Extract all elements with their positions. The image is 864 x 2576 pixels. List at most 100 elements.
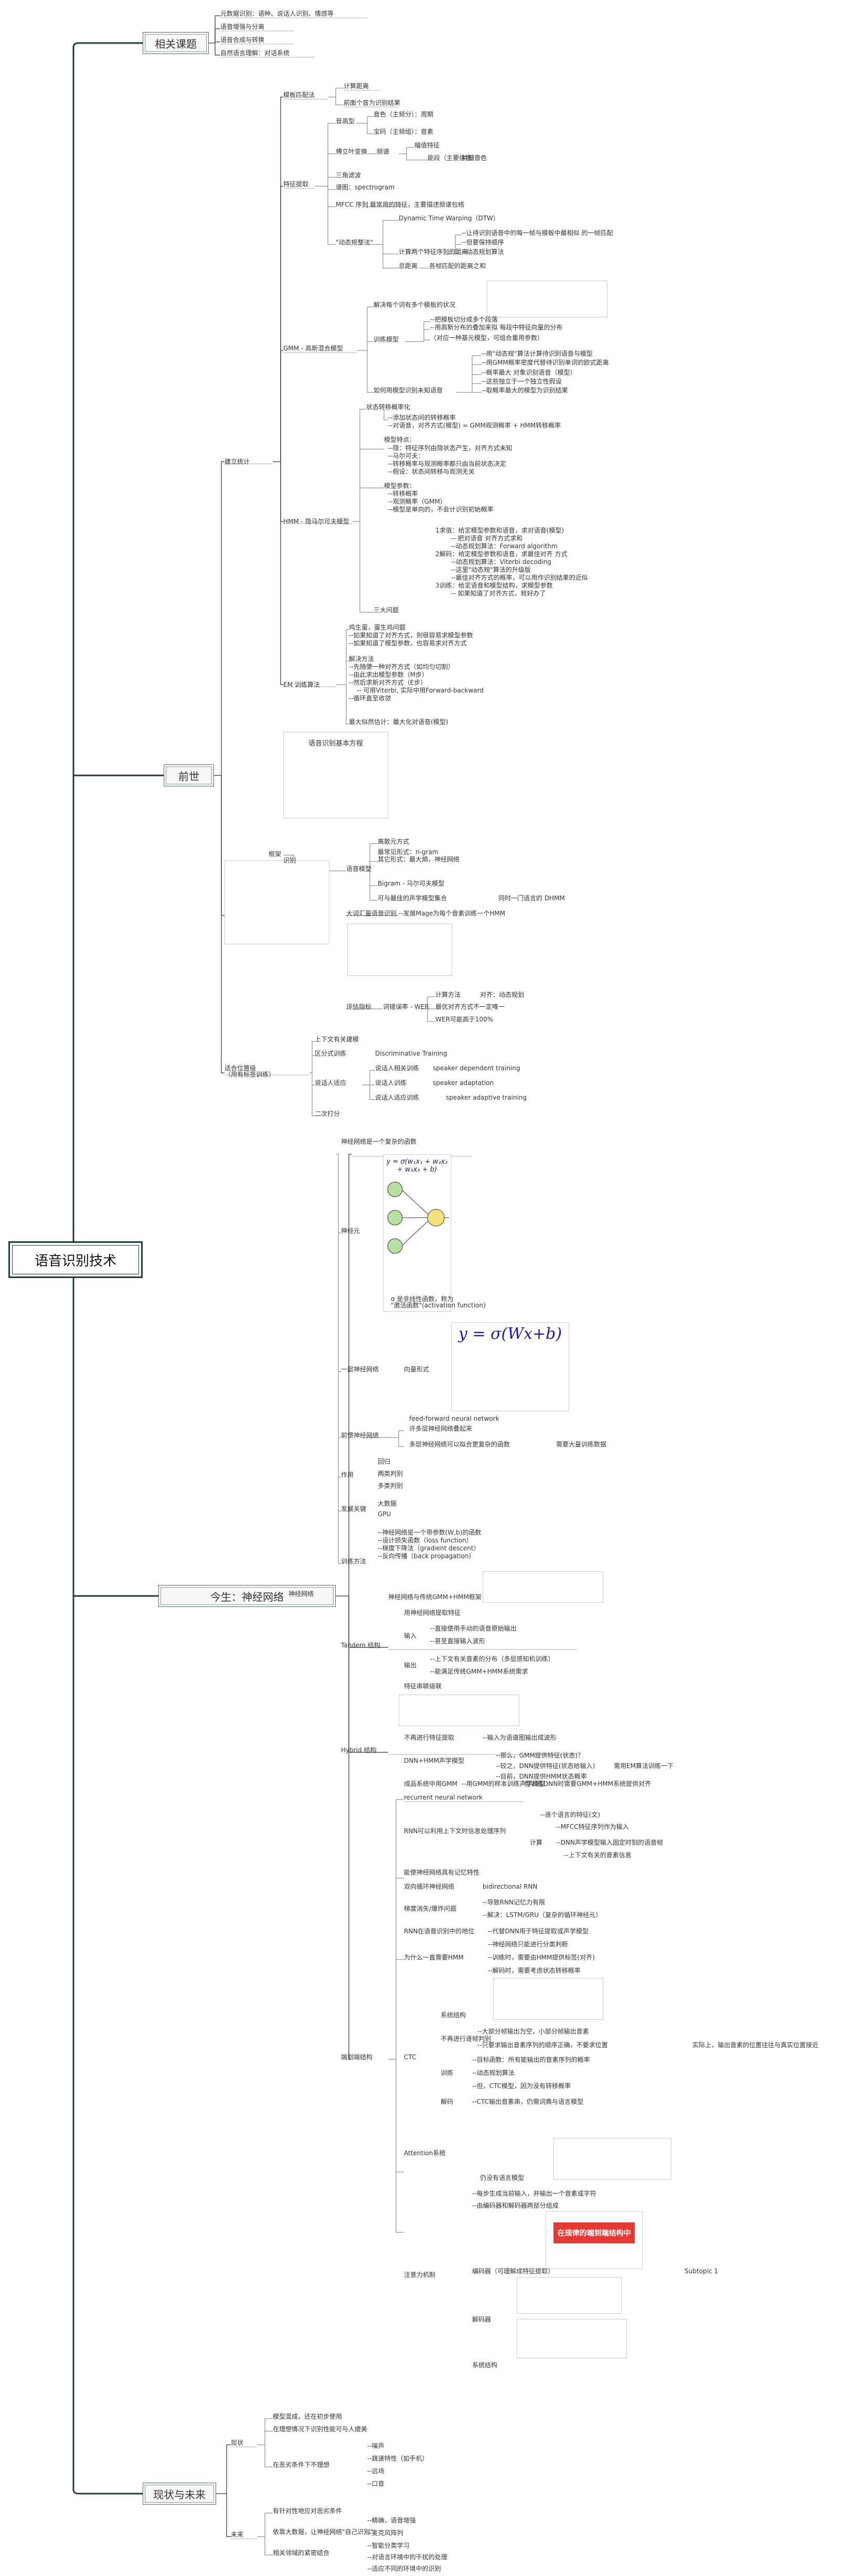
- topic-hyb1b[interactable]: --较之，DNN提供特征(状态给输入): [496, 1762, 595, 1770]
- topic-nn4c[interactable]: 多类判别: [378, 1482, 403, 1489]
- topic-rnn1b[interactable]: 计算: [530, 1839, 543, 1846]
- topic-hmm2c[interactable]: --模型是单向的，不会计识别初始概率: [388, 506, 494, 513]
- topic-ap-a[interactable]: 上下文有关建模: [315, 1036, 359, 1043]
- topic-ctc3a[interactable]: --CTC输出音素串，仍需词典与语言模型: [472, 2098, 584, 2105]
- topic-mb[interactable]: 模板匹配法: [283, 91, 315, 99]
- topic-em1c[interactable]: --然后求新对齐方式（E步）: [349, 679, 427, 686]
- topic-r1[interactable]: 元数据识别：语种、说话人识别、情感等: [220, 10, 334, 17]
- topic-rnn1c[interactable]: --MFCC特征序列作为输入: [556, 1823, 629, 1830]
- topic-em2[interactable]: 最大似然估计：最大化对语音(模型): [349, 718, 449, 726]
- topic-why1[interactable]: --神经网络只能进行分类判断: [488, 1941, 568, 1948]
- topic-tan3[interactable]: 输出: [404, 1662, 417, 1669]
- topic-em0[interactable]: 鸡生蛋，蛋生鸡问题: [349, 624, 406, 631]
- topic-why3[interactable]: --解码时，需要考虑状态转移概率: [488, 1967, 581, 1974]
- topic-em1[interactable]: 解决方法: [349, 655, 375, 663]
- topic-nn-sig[interactable]: σ 是非线性函数，称为 "激活函数"(activation function): [391, 1295, 486, 1309]
- topic-gmm1a[interactable]: --把模板切分成多个段落: [430, 316, 498, 323]
- topic-wl2[interactable]: 依靠大数据，让神经网络"自己识别": [273, 2528, 374, 2536]
- topic-ctc0[interactable]: 系统结构: [441, 2011, 466, 2019]
- topic-ctc1[interactable]: 不再进行逐帧判别: [441, 2035, 492, 2042]
- topic-attn[interactable]: Attention系统: [404, 2149, 446, 2157]
- topic-hyb2a[interactable]: --用GMM的样本训练声学模型: [462, 1780, 545, 1787]
- topic-ap-c2[interactable]: 说话人训练: [375, 1079, 407, 1087]
- topic-xz3c[interactable]: --远场: [367, 2467, 385, 2475]
- topic-tz-d[interactable]: 谱图：spectrogram: [336, 184, 395, 191]
- topic-xz3b[interactable]: --跳速特性（如手机）: [367, 2455, 429, 2462]
- topic-hyb1e[interactable]: 但训练DNN时需要GMM+HMM系统提供对齐: [525, 1780, 651, 1787]
- topic-rnn2[interactable]: 能使神经网络具有记忆特性: [404, 1869, 480, 1876]
- topic-kj-b1[interactable]: 离散元方式: [378, 838, 410, 845]
- topic-tz-c[interactable]: 三角滤波: [336, 172, 361, 179]
- topic-kj-b1a[interactable]: 最常见形式：n-gram: [378, 848, 439, 856]
- root-topic[interactable]: 语音识别技术: [8, 1241, 143, 1278]
- topic-tz-b[interactable]: 傅立叶变换: [336, 148, 368, 155]
- topic-nn0[interactable]: 神经网络是一个复杂的函数: [341, 1138, 417, 1145]
- main-topic-past[interactable]: 前世: [164, 764, 214, 786]
- topic-ap-b1[interactable]: Discriminative Training: [375, 1050, 447, 1057]
- topic-ap-b[interactable]: 区分式训练: [315, 1050, 347, 1057]
- topic-rnn4b[interactable]: --解决：LSTM/GRU（复杂的循环神经元）: [483, 1911, 602, 1919]
- topic-tz-e[interactable]: MFCC 序列: [336, 201, 368, 208]
- topic-rnn[interactable]: recurrent neural network: [404, 1794, 483, 1801]
- topic-ap-c2a[interactable]: speaker adaptation: [433, 1079, 494, 1087]
- topic-ap-c3a[interactable]: speaker adaptive training: [446, 1094, 527, 1101]
- topic-nn6a[interactable]: --神经网络是一个带参数(W,b)的函数: [378, 1529, 482, 1536]
- topic-hmm3d[interactable]: 2解码：给定模型参数和语音，求最佳对齐 方式: [435, 550, 568, 558]
- topic-hmm3c[interactable]: --动态规划算法：Forward algorithm: [451, 542, 558, 550]
- topic-tz-a2[interactable]: 宝码（主频组）：音素: [374, 128, 434, 135]
- topic-hmm3f[interactable]: --这里"动态规"算法的升级版: [451, 566, 531, 573]
- topic-wl[interactable]: 未来: [231, 2531, 244, 2538]
- topic-nn3a[interactable]: feed-forward neural network: [409, 1415, 499, 1422]
- topic-why2[interactable]: --训练时，需要由HMM提供标签(对齐): [488, 1954, 595, 1961]
- topic-hmm3h[interactable]: 3训练：给定语音和模型结构，求模型参数: [435, 582, 553, 589]
- topic-rnn3[interactable]: 双向循环神经网络: [404, 1883, 455, 1890]
- topic-hmm[interactable]: HMM - 隐马尔可夫模型: [283, 518, 349, 525]
- topic-gmm1c[interactable]: （对应一种基元模型，可组合重用参数）: [430, 334, 544, 342]
- topic-wl3b[interactable]: --适应不同的环境中的识别: [367, 2565, 441, 2572]
- topic-rnn1a[interactable]: --逐个语言的特征(文): [540, 1811, 601, 1818]
- topic-em0a[interactable]: --如果知道了对齐方式，则很容易求模型参数: [349, 632, 473, 639]
- topic-hmm2a[interactable]: --转移概率: [388, 490, 418, 497]
- topic-nn6c[interactable]: --梯度下降法（gradient descent）: [378, 1545, 480, 1552]
- topic-nn3c[interactable]: 多层神经网络可以拟合更复杂的函数: [409, 1441, 510, 1448]
- topic-hmm3b[interactable]: -- 把对语音 对齐方式求和: [451, 535, 523, 542]
- topic-tan0[interactable]: 神经网络与传统GMM+HMM框架: [388, 1593, 482, 1601]
- topic-nn[interactable]: 神经网络: [289, 1590, 314, 1598]
- topic-xz3a[interactable]: --噪声: [367, 2442, 385, 2450]
- topic-kj-d1c[interactable]: 最优对齐方式不一定唯一: [435, 1003, 505, 1010]
- topic-xz3d[interactable]: --口音: [367, 2480, 385, 2487]
- topic-gmm1[interactable]: 训练模型: [374, 336, 399, 343]
- topic-kj-b2[interactable]: 其它形式：最大熵，神经网络: [378, 856, 460, 863]
- topic-kj-d1b[interactable]: 对齐：动态规划: [480, 991, 525, 998]
- topic-wl2b[interactable]: --麦克风阵列: [367, 2529, 403, 2537]
- topic-tan3b[interactable]: --能满足传统GMM+HMM系统需求: [430, 1668, 528, 1675]
- topic-hmm3i[interactable]: -- 如果知道了对齐方式，就好办了: [451, 590, 546, 597]
- topic-wl3a[interactable]: --对语言环境中的干扰的处理: [367, 2553, 447, 2561]
- topic-gmm1b[interactable]: --用高斯分布的叠加来拟 每段中特征向量的分布: [430, 324, 563, 331]
- topic-r2[interactable]: 语音增强与分离: [220, 23, 265, 30]
- topic-kj-d1[interactable]: 词错误率 - WER: [383, 1003, 429, 1010]
- topic-tz-b4[interactable]: 共振音色: [462, 154, 487, 162]
- topic-ctc2c[interactable]: --但，CTC模型，因为没有转移概率: [472, 2082, 571, 2090]
- topic-hmm3g[interactable]: --最佳对齐方式的概率，可以用作识别结果的近似: [451, 574, 588, 581]
- topic-em[interactable]: EM 训练算法: [283, 681, 320, 688]
- topic-gmm2[interactable]: --用"动态规"算法计算待识别语音与模型: [482, 350, 593, 357]
- main-topic-future[interactable]: 现状与未来: [143, 2483, 216, 2505]
- topic-rnn1[interactable]: RNN可以利用上下文时信息处理序列: [404, 1827, 506, 1835]
- topic-hyb2[interactable]: 成品系统中用GMM: [404, 1780, 458, 1787]
- topic-ctc1a[interactable]: --大部分帧输出为空，小部分帧输出音素: [477, 2028, 589, 2035]
- topic-hmm0[interactable]: 状态转移概率化: [366, 403, 411, 411]
- topic-hmm3[interactable]: 三大问题: [374, 606, 399, 614]
- topic-tz[interactable]: 特征提取: [283, 180, 309, 188]
- topic-dt[interactable]: "动态规整法": [336, 239, 374, 246]
- topic-nn6[interactable]: 训练方法: [341, 1558, 367, 1565]
- topic-tan2a[interactable]: --直接使用手动的语音原始输出: [430, 1625, 517, 1632]
- topic-em0b[interactable]: --如果知道了模型参数，也容易求对齐方式: [349, 640, 467, 647]
- topic-ap-c1a[interactable]: speaker dependent training: [433, 1065, 520, 1072]
- topic-hmm1c[interactable]: --转移概率与观测概率都只由当前状态决定: [388, 460, 506, 467]
- topic-nn5[interactable]: 发展关键: [341, 1505, 367, 1513]
- topic-kj-a[interactable]: 识别: [283, 857, 296, 864]
- topic-nn1[interactable]: 神经元: [341, 1227, 360, 1234]
- topic-rnn3a[interactable]: bidirectional RNN: [483, 1883, 538, 1890]
- topic-hyb0[interactable]: 不再进行特征提取: [404, 1734, 455, 1741]
